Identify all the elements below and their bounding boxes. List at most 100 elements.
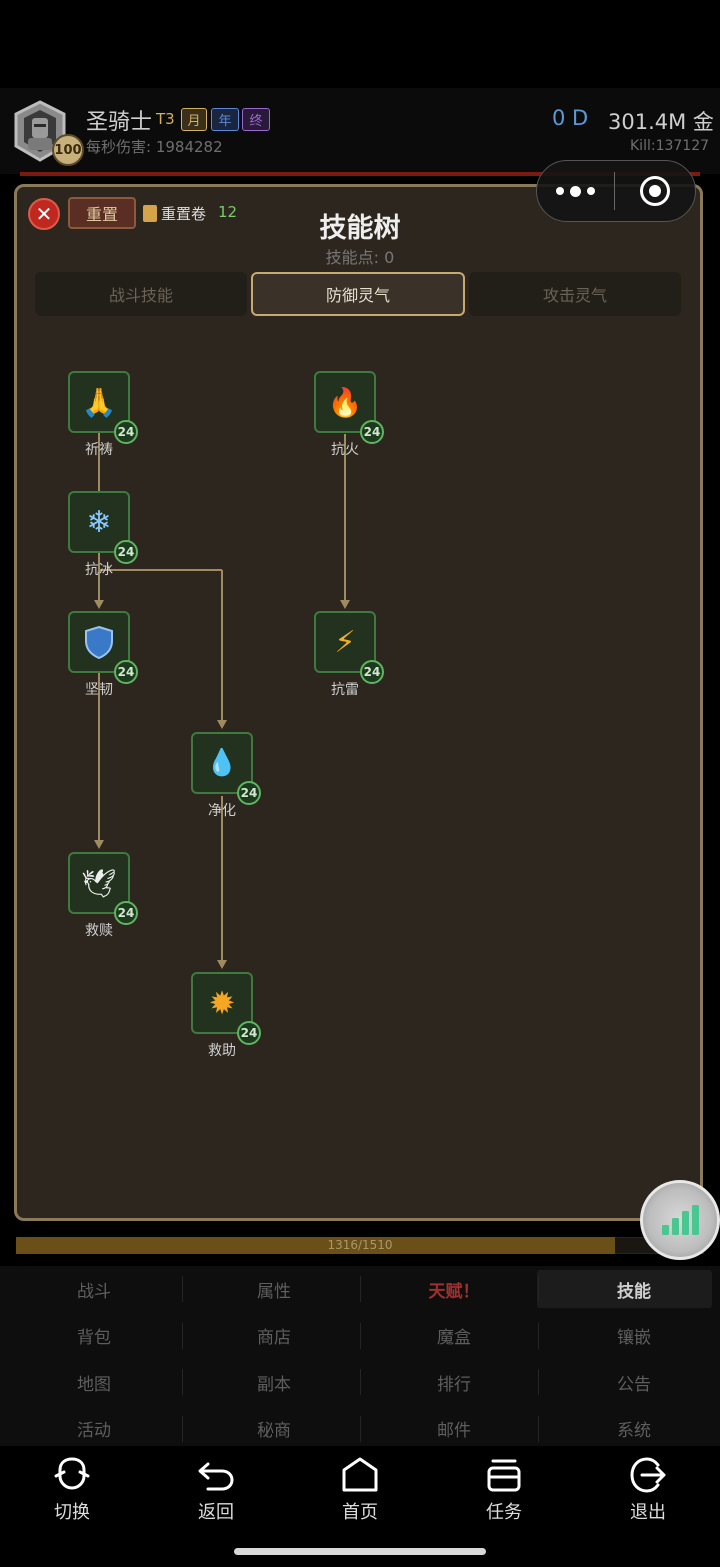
menu-item[interactable]: 公告 — [617, 1374, 651, 1395]
skill-level: 24 — [114, 901, 138, 925]
skill-label: 净化 — [208, 803, 236, 819]
scroll-icon — [143, 205, 157, 222]
dps-text: 每秒伤害: 1984282 — [86, 138, 223, 156]
skill-label: 祈祷 — [85, 442, 113, 458]
menu-item[interactable]: 排行 — [437, 1374, 471, 1395]
hp-bar — [20, 172, 700, 176]
badge-month: 月 — [181, 108, 207, 131]
menu-item[interactable]: 背包 — [77, 1328, 111, 1348]
d-currency: 0 D — [552, 106, 589, 130]
menu-item[interactable]: 商店 — [257, 1328, 291, 1348]
bar-chart-icon — [662, 1205, 699, 1235]
skill-label: 救助 — [208, 1043, 236, 1059]
menu-item[interactable]: 魔盒 — [437, 1328, 471, 1348]
bottom-bar — [0, 1446, 720, 1567]
bottom-label: 退出 — [630, 1502, 666, 1523]
menu-item[interactable]: 镶嵌 — [617, 1328, 651, 1348]
lightning-icon: ⚡ — [334, 624, 356, 660]
tasks-icon — [487, 1459, 521, 1492]
menu-divider — [360, 1276, 361, 1302]
skill-label: 坚韧 — [85, 682, 113, 698]
menu-divider — [360, 1369, 361, 1395]
capsule-divider — [614, 172, 615, 210]
bottom-label: 返回 — [198, 1502, 234, 1523]
progress-text: 1316/1510 — [327, 1238, 393, 1252]
close-program-button[interactable] — [620, 164, 690, 218]
skill-tree-panel — [14, 184, 703, 1221]
skill-level: 24 — [360, 660, 384, 684]
reset-scroll-label: 重置卷 — [161, 205, 207, 223]
bottom-label: 切换 — [54, 1502, 90, 1523]
tab-defense-aura[interactable]: 防御灵气 — [251, 272, 465, 316]
switch-button[interactable]: 切换 — [0, 1456, 144, 1536]
back-button[interactable]: 返回 — [144, 1456, 288, 1536]
game-header — [0, 88, 720, 174]
menu-item[interactable]: 战斗 — [77, 1281, 111, 1302]
badge-year: 年 — [211, 108, 239, 131]
menu-divider — [538, 1415, 539, 1442]
starburst-icon: ✹ — [208, 984, 236, 1022]
more-button[interactable] — [540, 164, 610, 218]
menu-divider — [182, 1369, 183, 1395]
menu-divider — [538, 1276, 539, 1302]
level-badge: 100 — [52, 134, 84, 166]
tab-attack-aura[interactable]: 攻击灵气 — [469, 272, 681, 316]
home-icon — [342, 1457, 378, 1492]
more-dots-icon — [553, 185, 598, 197]
close-button[interactable]: ✕ — [28, 198, 60, 230]
tier-label: T3 — [156, 110, 175, 128]
menu-divider — [538, 1322, 539, 1349]
kill-count: Kill:137127 — [630, 138, 710, 154]
snowflake-icon: ❄ — [86, 504, 112, 540]
menu-divider — [182, 1276, 183, 1302]
close-icon: ✕ — [35, 202, 53, 226]
menu-item[interactable]: 地图 — [77, 1374, 111, 1395]
dove-icon: 🕊 — [81, 866, 117, 900]
skill-label: 抗火 — [331, 442, 359, 458]
menu-item[interactable]: 活动 — [77, 1421, 111, 1441]
progress-fill — [16, 1237, 615, 1254]
skill-level: 24 — [114, 420, 138, 444]
menu-divider — [182, 1322, 183, 1349]
back-icon — [198, 1462, 234, 1491]
menu-item[interactable]: 属性 — [257, 1281, 291, 1302]
page-title: 技能树 — [319, 213, 401, 244]
target-icon — [640, 176, 670, 206]
skill-label: 抗雷 — [331, 682, 359, 698]
menu-item[interactable]: 副本 — [257, 1374, 291, 1395]
exit-button[interactable]: 退出 — [576, 1456, 720, 1536]
tab-combat-skills[interactable]: 战斗技能 — [35, 272, 247, 316]
bottom-label: 首页 — [342, 1502, 378, 1523]
praying-hands-icon: 🙏 — [81, 385, 117, 419]
skill-level: 24 — [114, 660, 138, 684]
home-button[interactable]: 首页 — [288, 1456, 432, 1536]
menu-item[interactable]: 技能 — [617, 1281, 651, 1302]
gold-amount: 301.4M 金 — [608, 110, 714, 134]
skill-label: 救赎 — [85, 923, 113, 939]
menu-item[interactable]: 系统 — [617, 1421, 651, 1441]
menu-item[interactable]: 秘商 — [257, 1421, 291, 1441]
skill-level: 24 — [237, 1021, 261, 1045]
reset-scroll-count: 12 — [218, 203, 238, 221]
player-name: 圣骑士 — [86, 110, 153, 135]
menu-item[interactable]: 邮件 — [437, 1421, 471, 1441]
switch-icon — [54, 1457, 90, 1490]
skill-label: 抗冰 — [85, 562, 113, 578]
menu-active-highlight — [537, 1270, 712, 1308]
menu-divider — [182, 1415, 183, 1442]
fire-icon: 🔥 — [327, 385, 363, 419]
menu-divider — [538, 1369, 539, 1395]
reset-button[interactable]: 重置 — [68, 197, 136, 229]
bottom-label: 任务 — [486, 1502, 522, 1523]
skill-level: 24 — [237, 781, 261, 805]
shield-icon — [85, 625, 113, 659]
skill-level: 24 — [360, 420, 384, 444]
exit-icon — [630, 1457, 666, 1493]
stats-button[interactable] — [640, 1180, 720, 1260]
menu-item[interactable]: 天赋！ — [428, 1281, 480, 1302]
badge-lifetime: 终 — [242, 108, 270, 131]
tasks-button[interactable]: 任务 — [432, 1456, 576, 1536]
skill-node-ice-resist[interactable]: ❄ — [68, 491, 130, 553]
skill-points: 技能点: 0 — [325, 248, 395, 267]
